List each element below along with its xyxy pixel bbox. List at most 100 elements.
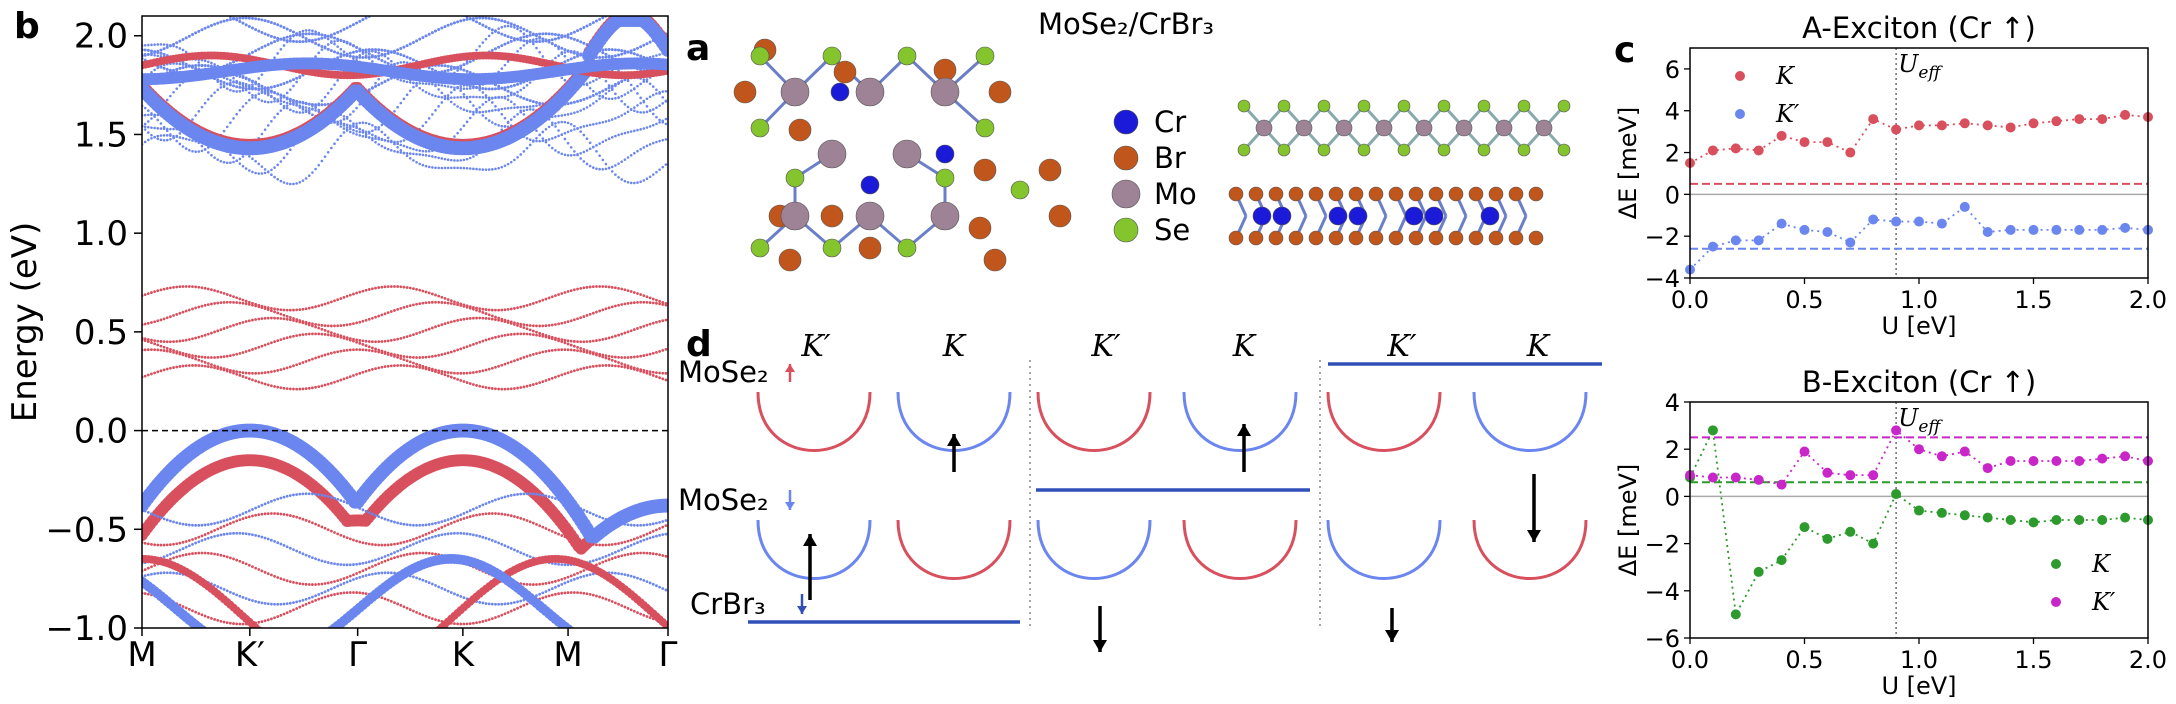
gap-band-dot <box>260 381 264 385</box>
gap-band-dot <box>645 353 649 357</box>
vb-faint-dot <box>370 512 374 516</box>
cb-faint-dot <box>635 46 639 50</box>
cb-faint-dot <box>298 100 302 104</box>
gap-band-dot <box>434 293 437 297</box>
cb-faint-dot <box>598 167 601 171</box>
gap-band-dot <box>490 308 494 312</box>
vb-faint-dot <box>247 509 251 513</box>
cb-faint-dot <box>547 32 551 36</box>
cb-faint-dot <box>604 87 608 91</box>
cb-faint-dot <box>383 49 387 53</box>
gap-band-dot <box>228 324 232 328</box>
gap-band-dot <box>642 294 646 298</box>
gap-band-dot <box>165 340 169 344</box>
cb-faint-dot <box>333 83 336 87</box>
gap-band-dot <box>446 351 450 355</box>
cb-faint-dot <box>503 63 507 67</box>
cb-faint-dot <box>380 81 384 85</box>
cb-faint-dot <box>519 46 523 50</box>
cb-faint-dot <box>289 102 292 106</box>
cb-faint-dot <box>617 96 620 99</box>
cb-faint-dot <box>320 103 324 107</box>
cb-faint-dot <box>566 35 570 39</box>
gap-band-dot <box>481 307 485 311</box>
cb-faint-dot <box>506 41 510 45</box>
cb-faint-dot <box>623 103 627 106</box>
vb-faint-dot <box>150 565 153 569</box>
gap-band-dot <box>389 352 393 356</box>
cb-faint-dot <box>664 138 668 141</box>
gap-band-dot <box>408 360 412 364</box>
vb-faint-dot <box>342 500 346 504</box>
vb-faint-dot <box>399 541 403 545</box>
cb-faint-dot <box>260 18 264 22</box>
cb-faint-dot <box>371 136 374 140</box>
gap-band-dot <box>203 303 207 307</box>
gap-band-dot <box>282 317 286 321</box>
cb-faint-dot <box>582 160 586 163</box>
cb-faint-dot <box>566 58 570 62</box>
gap-band-dot <box>307 358 311 362</box>
gap-band-dot <box>465 345 469 349</box>
gap-band-dot <box>181 351 185 355</box>
cb-faint-dot <box>276 92 280 96</box>
cb-faint-dot <box>447 7 450 10</box>
gap-band-dot <box>314 332 317 336</box>
cb-faint-dot <box>396 145 399 149</box>
cb-faint-dot <box>364 133 368 137</box>
vb-faint-dot <box>314 522 317 526</box>
gap-band-dot <box>655 320 658 324</box>
vb-faint-dot <box>320 525 324 529</box>
gap-band-dot <box>569 289 573 293</box>
gap-band-dot <box>623 302 627 306</box>
cb-faint-dot <box>588 164 592 168</box>
cb-faint-dot <box>617 162 620 165</box>
cb-faint-dot <box>282 95 286 99</box>
cb-faint-dot <box>317 32 321 36</box>
vb-faint-dot <box>181 522 185 526</box>
gap-band-dot <box>178 351 182 354</box>
vb-faint-dot <box>320 493 324 497</box>
gap-band-dot <box>266 308 270 312</box>
gap-band-dot <box>440 372 444 376</box>
cb-faint-dot <box>250 79 254 83</box>
vb-faint-dot <box>364 509 368 513</box>
gap-band-dot <box>399 285 403 289</box>
gap-band-dot <box>525 332 529 336</box>
cb-faint-dot <box>342 127 346 130</box>
vb-faint-dot <box>314 492 317 496</box>
cb-faint-dot <box>468 60 472 64</box>
cb-faint-dot <box>613 82 617 86</box>
cb-faint-dot <box>554 125 557 128</box>
cb-faint-dot <box>620 7 623 10</box>
vb-faint-dot <box>304 553 308 557</box>
gap-band-dot <box>481 385 485 389</box>
cb-faint-dot <box>269 89 273 93</box>
vb-faint-dot <box>235 531 239 535</box>
gap-band-dot <box>352 292 355 296</box>
cb-faint-dot <box>314 30 317 33</box>
vb-faint-dot <box>490 539 494 542</box>
vb-faint-dot <box>257 513 261 517</box>
cb-faint-dot <box>648 109 652 113</box>
cb-faint-dot <box>235 18 239 22</box>
gap-band-dot <box>648 301 652 304</box>
cb-faint-dot <box>188 1 191 4</box>
gap-band-dot <box>156 370 160 374</box>
cb-faint-dot <box>494 167 497 171</box>
gap-band-dot <box>453 319 456 323</box>
cb-faint-dot <box>604 138 608 142</box>
vb-faint-dot <box>169 519 172 523</box>
cb-faint-dot <box>222 129 226 133</box>
cb-faint-dot <box>238 108 242 112</box>
gap-band-dot <box>146 292 150 296</box>
vb-faint-dot <box>197 523 201 527</box>
cb-faint-dot <box>298 40 302 44</box>
gap-band-dot <box>626 301 630 305</box>
cb-faint-dot <box>500 19 504 23</box>
gap-band-dot <box>307 332 311 336</box>
cb-faint-dot <box>522 39 526 43</box>
gap-band-dot <box>538 324 542 328</box>
gap-band-dot <box>412 356 415 359</box>
cb-faint-dot <box>257 29 261 33</box>
